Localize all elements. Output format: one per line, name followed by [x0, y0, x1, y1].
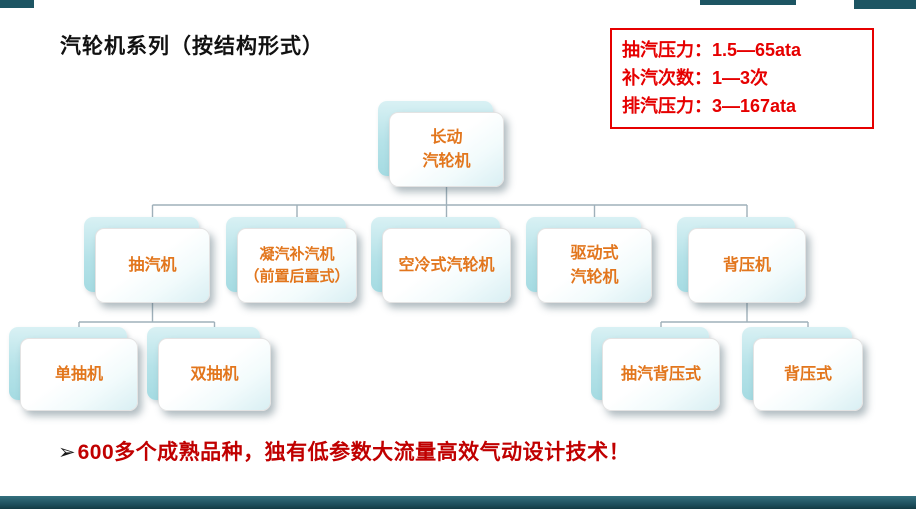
slide-title: 汽轮机系列（按结构形式）	[60, 35, 324, 58]
node-face: 空冷式汽轮机	[382, 228, 511, 303]
node-label: 抽汽背压式	[620, 365, 701, 383]
arrow-bullet-icon: ➢	[58, 441, 76, 464]
node-face: 背压机	[688, 228, 806, 303]
node-label: 双抽机	[190, 365, 239, 383]
node-label: 长动 汽轮机	[422, 129, 471, 170]
node-condensing-supplementary-turbine: 凝汽补汽机 （前置后置式）	[226, 217, 357, 303]
node-extraction-turbine: 抽汽机	[84, 217, 210, 303]
node-label: 背压式	[783, 365, 832, 383]
footer-note: ➢600多个成熟品种，独有低参数大流量高效气动设计技术！	[58, 436, 878, 466]
top-left-decoration	[0, 0, 34, 8]
node-face: 抽汽机	[95, 228, 210, 303]
node-extraction-back-pressure-type: 抽汽背压式	[591, 327, 720, 411]
node-label: 背压机	[722, 256, 771, 274]
extraction-pressure-line: 抽汽压力：1.5—65ata	[622, 40, 802, 60]
node-face: 双抽机	[158, 338, 271, 411]
node-root-turbine: 长动 汽轮机	[378, 101, 504, 187]
supplementary-steam-times-line: 补汽次数：1—3次	[622, 67, 769, 88]
node-label: 抽汽机	[128, 256, 177, 274]
node-label: 驱动式 汽轮机	[570, 245, 619, 286]
node-label: 空冷式汽轮机	[398, 256, 495, 274]
footer-text: 600多个成熟品种，独有低参数大流量高效气动设计技术！	[77, 441, 631, 464]
node-back-pressure-turbine: 背压机	[677, 217, 806, 303]
node-face: 长动 汽轮机	[389, 112, 504, 187]
node-double-extraction: 双抽机	[147, 327, 271, 411]
node-drive-turbine: 驱动式 汽轮机	[526, 217, 652, 303]
node-face: 抽汽背压式	[602, 338, 720, 411]
exhaust-pressure-line: 排汽压力：3—167ata	[622, 95, 797, 116]
node-face: 背压式	[753, 338, 863, 411]
node-face: 单抽机	[20, 338, 138, 411]
node-single-extraction: 单抽机	[9, 327, 138, 411]
node-back-pressure-type: 背压式	[742, 327, 863, 411]
top-right-decoration-strip	[700, 0, 796, 5]
node-label: 单抽机	[54, 365, 103, 383]
bottom-bar-decoration	[0, 496, 916, 509]
node-label: 凝汽补汽机 （前置后置式）	[244, 245, 350, 285]
node-air-cooled-turbine: 空冷式汽轮机	[371, 217, 511, 303]
top-right-decoration-block	[854, 0, 916, 9]
node-face: 凝汽补汽机 （前置后置式）	[237, 228, 357, 303]
parameters-info-box: 抽汽压力：1.5—65ata 补汽次数：1—3次 排汽压力：3—167ata	[610, 28, 874, 129]
node-face: 驱动式 汽轮机	[537, 228, 652, 303]
